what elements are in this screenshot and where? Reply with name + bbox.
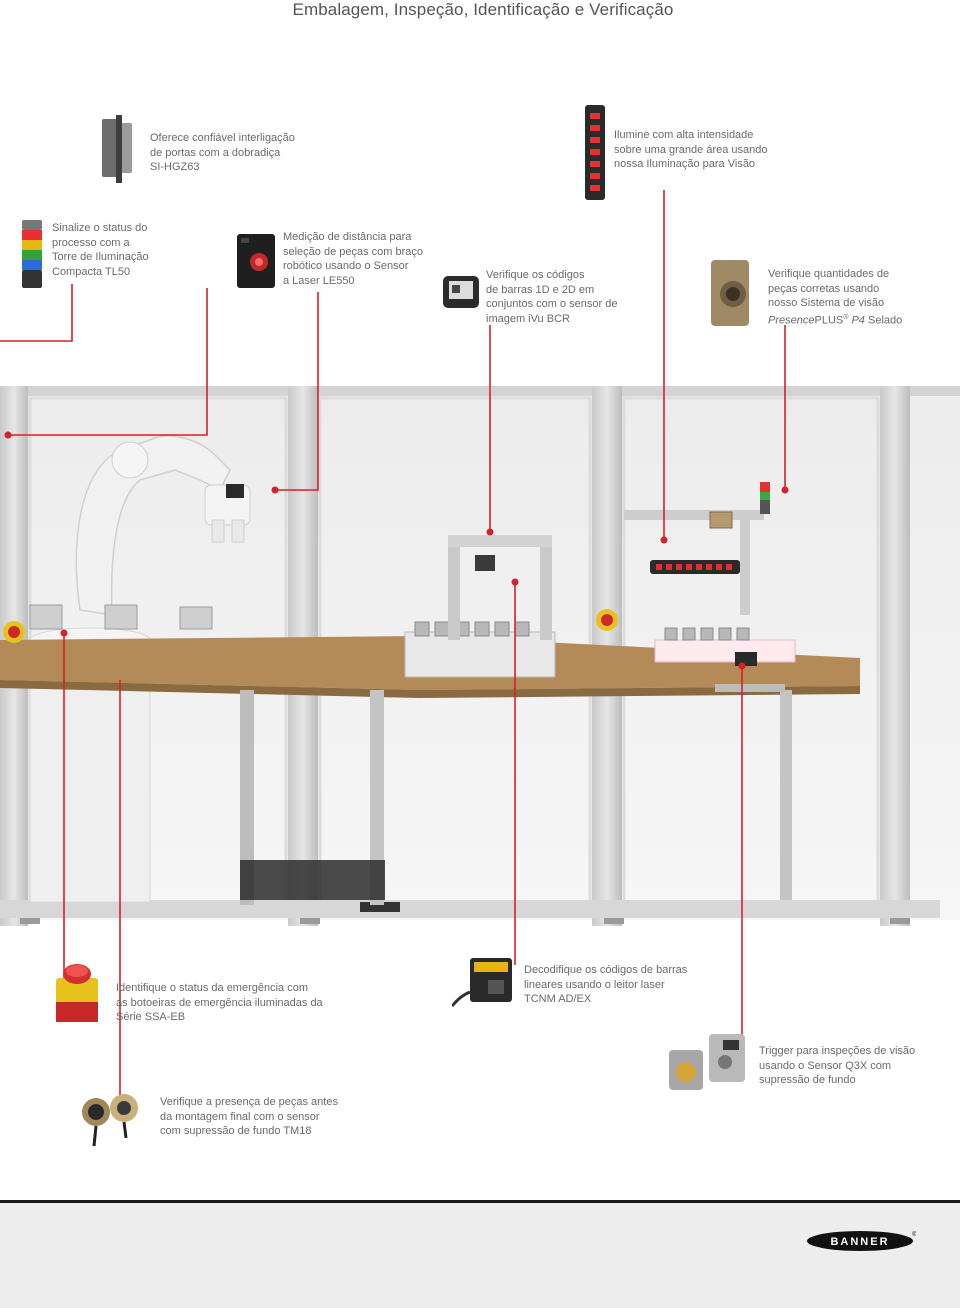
svg-text:BANNER: BANNER [830,1236,889,1248]
door-hinge-icon [102,115,132,183]
caption-vision-system: Verifique quantidades de peças corretas … [768,268,903,327]
footer-band [0,1200,960,1308]
emergency-button-icon [56,964,98,1022]
ivu-barcode-reader-icon [443,276,479,308]
vision-sensor-icon [711,260,749,326]
laser-scanner-icon [452,958,512,1008]
packaging-cell-illustration [0,190,960,1095]
tower-light-icon [22,220,42,288]
svg-text:®: ® [912,1231,916,1238]
q3x-sensor-icon [669,1034,745,1090]
page-title: Embalagem, Inspeção, Identificação e Ver… [292,0,674,19]
banner-logo: BANNER ® [807,1231,916,1251]
light-bar-icon [585,105,605,200]
tm18-sensor-icon [82,1094,138,1147]
laser-sensor-icon [237,234,275,288]
